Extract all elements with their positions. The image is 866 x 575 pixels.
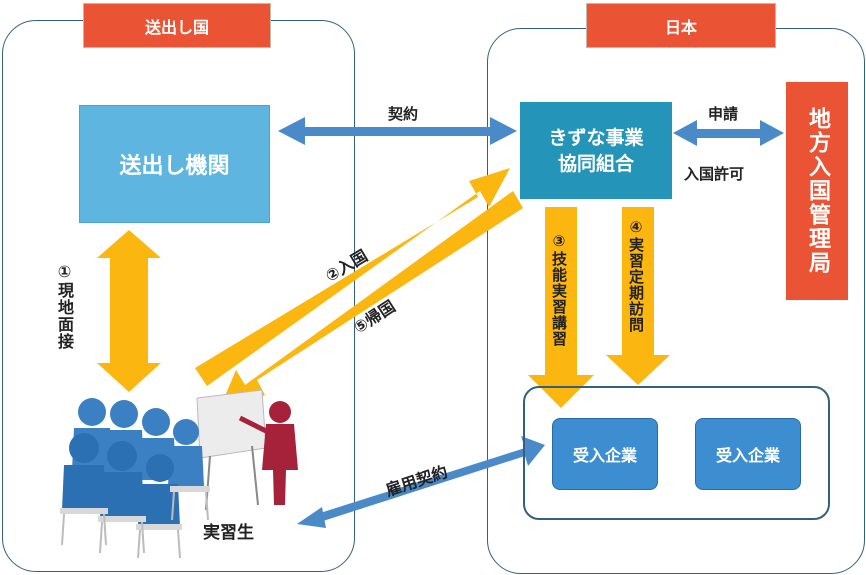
training-arrow: [528, 207, 594, 408]
apply-label: 申請: [708, 105, 739, 123]
entry-arrow: [195, 168, 510, 386]
trainees-label: 実習生: [203, 523, 254, 543]
union-box: きずな事業 協同組合: [520, 102, 672, 199]
return-arrow: [214, 191, 523, 422]
apply-permit-arrow: [673, 120, 784, 146]
sending-org-box: 送出し機関: [79, 105, 270, 223]
union-name-line1: きずな事業: [548, 126, 644, 149]
sending-org-label: 送出し機関: [119, 154, 230, 179]
company-box-1: 受入企業: [552, 418, 658, 490]
training-label: ③技能実習講習: [550, 232, 568, 347]
immigration-bureau-box: 地方入国管理局: [786, 82, 848, 300]
immigration-bureau-label: 地方入国管理局: [805, 107, 830, 275]
visit-label: ④実習定期訪問: [627, 218, 645, 333]
contract-arrow: [278, 117, 517, 145]
trainees-illustration: [60, 389, 298, 559]
company-label-1: 受入企業: [572, 446, 637, 465]
employment-arrow: [297, 436, 545, 528]
contract-label: 契約: [388, 105, 419, 123]
company-label-2: 受入企業: [715, 446, 780, 465]
interview-label: ①現地面接: [55, 262, 74, 350]
companies-container: [523, 386, 830, 520]
company-box-2: 受入企業: [695, 418, 801, 490]
sending-country-tag: 送出し国: [83, 3, 271, 48]
visit-arrow: [606, 207, 670, 385]
permit-label: 入国許可: [684, 165, 745, 183]
union-name-line2: 協同組合: [557, 152, 634, 175]
interview-arrow: [97, 230, 161, 392]
japan-tag: 日本: [586, 3, 776, 48]
